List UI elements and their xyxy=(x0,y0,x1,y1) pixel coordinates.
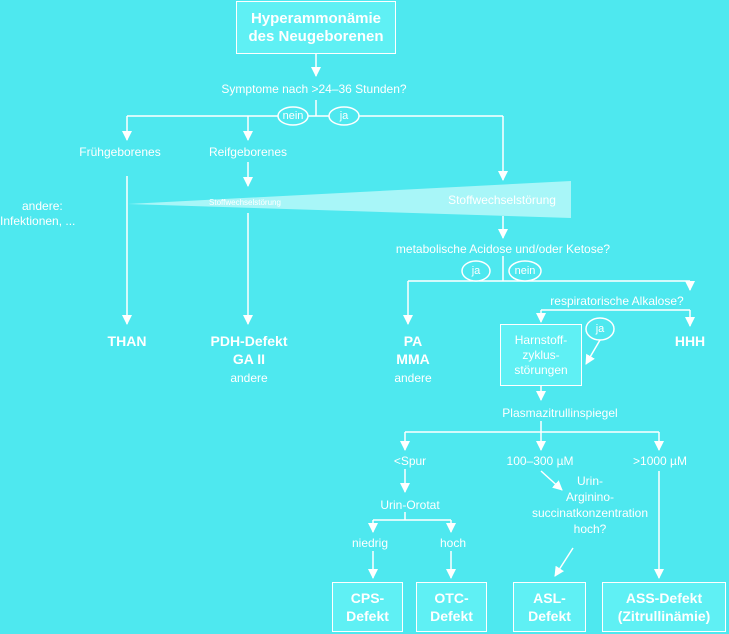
label-others-line1: andere: xyxy=(22,199,63,213)
label-range-trace: <Spur xyxy=(393,454,427,468)
result-pdh-line1: PDH-Defekt xyxy=(210,333,288,349)
label-range-mid: 100–300 µM xyxy=(506,454,574,468)
otc-line1: OTC- xyxy=(434,590,469,606)
label-low: niedrig xyxy=(351,536,389,550)
label-preterm: Frühgeborenes xyxy=(79,145,161,159)
final-asl-box: ASL- Defekt xyxy=(513,582,586,632)
label-high-orotate: hoch xyxy=(439,536,467,550)
label-urine-orotate: Urin-Orotat xyxy=(380,498,440,512)
asl-line2: Defekt xyxy=(528,608,571,624)
label-range-high: >1000 µM xyxy=(633,454,687,468)
answer-ja-3: ja xyxy=(595,323,605,335)
result-pa-line1: PA xyxy=(403,333,423,349)
start-line1: Hyperammonämie xyxy=(250,9,382,27)
answer-nein-ellipse-2 xyxy=(508,260,542,282)
question-asa-line2: Arginino- xyxy=(565,490,615,504)
result-pdh-line2: GA II xyxy=(232,351,266,367)
label-metab: Stoffwechselstörung xyxy=(448,193,556,207)
cps-line1: CPS- xyxy=(350,590,385,606)
ass-line1: ASS-Defekt xyxy=(625,590,703,606)
urea-line3: störungen xyxy=(514,362,568,377)
answer-ja-ellipse-1 xyxy=(328,106,360,126)
arrow-ja-to-urea xyxy=(585,339,601,365)
question-alkalosis: respiratorische Alkalose? xyxy=(550,294,684,308)
asl-line1: ASL- xyxy=(533,590,566,606)
result-than: THAN xyxy=(107,333,147,349)
result-hhh: HHH xyxy=(674,333,706,349)
label-term: Reifgeborenes xyxy=(208,145,288,159)
question-asa-line1: Urin- xyxy=(577,474,603,488)
result-pa-line2: MMA xyxy=(396,351,430,367)
answer-ja-2: ja xyxy=(471,265,481,277)
label-plasma: Plasmazitrullinspiegel xyxy=(502,406,618,420)
answer-nein-1: nein xyxy=(282,110,304,122)
metabolic-wedge xyxy=(128,181,571,218)
arrow-mid-to-asa xyxy=(540,470,563,491)
answer-ja-ellipse-3 xyxy=(585,317,615,341)
question-symptoms: Symptome nach >24–36 Stunden? xyxy=(221,82,407,96)
answer-nein-ellipse-1 xyxy=(277,106,309,126)
arrow-asa-to-asl xyxy=(554,547,574,577)
answer-ja-1: ja xyxy=(339,110,349,122)
start-line2: des Neugeborenen xyxy=(248,27,384,45)
question-asa-line4: hoch? xyxy=(573,522,607,536)
urea-line2: zyklus- xyxy=(522,347,560,362)
otc-line2: Defekt xyxy=(430,608,473,624)
ass-line2: (Zitrullinämie) xyxy=(617,608,711,624)
label-others-line2: Infektionen, ... xyxy=(0,214,76,228)
question-asa-line3: succinatkonzentration xyxy=(531,506,649,520)
urea-cycle-box: Harnstoff- zyklus- störungen xyxy=(500,324,582,386)
final-ass-box: ASS-Defekt (Zitrullinämie) xyxy=(602,582,726,632)
start-box: Hyperammonämie des Neugeborenen xyxy=(236,1,396,54)
final-otc-box: OTC- Defekt xyxy=(416,582,487,632)
cps-line2: Defekt xyxy=(346,608,389,624)
result-pdh-line3: andere xyxy=(230,371,268,385)
answer-nein-2: nein xyxy=(514,265,536,277)
answer-ja-ellipse-2 xyxy=(461,260,491,282)
label-metab-small: Stoffwechselstörung xyxy=(209,198,281,207)
final-cps-box: CPS- Defekt xyxy=(332,582,403,632)
result-pa-line3: andere xyxy=(394,371,432,385)
urea-line1: Harnstoff- xyxy=(514,332,568,347)
question-acidosis: metabolische Acidose und/oder Ketose? xyxy=(395,242,611,256)
